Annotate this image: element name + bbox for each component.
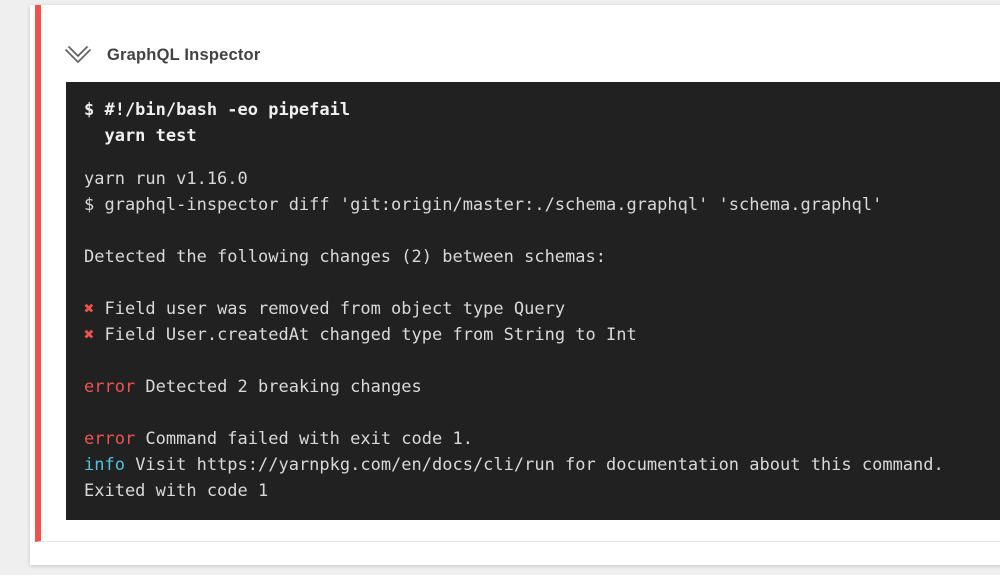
step-title: GraphQL Inspector: [107, 45, 261, 64]
terminal-line: yarn test: [84, 126, 197, 146]
terminal-command-block: $ #!/bin/bash -eo pipefail yarn test: [84, 97, 1000, 149]
failed-step-section: GraphQL Inspector $ #!/bin/bash -eo pipe…: [35, 5, 1000, 542]
terminal-line: ✖ Field User.createdAt changed type from…: [84, 322, 1000, 348]
terminal-line: Detected the following changes (2) betwe…: [84, 244, 1000, 270]
terminal-line: Exited with code 1: [84, 478, 1000, 504]
terminal-line: info Visit https://yarnpkg.com/en/docs/c…: [84, 452, 1000, 478]
terminal-line: ✖ Field user was removed from object typ…: [84, 296, 1000, 322]
terminal-segment: Command failed with exit code 1.: [135, 429, 473, 449]
chevron-double-down-icon[interactable]: [63, 42, 93, 68]
terminal-line: error Detected 2 breaking changes: [84, 374, 1000, 400]
terminal-line: [84, 400, 1000, 426]
terminal-segment-info: info: [84, 455, 125, 475]
terminal-segment: Field User.createdAt changed type from S…: [94, 325, 637, 345]
terminal-segment-error: error: [84, 377, 136, 397]
terminal-segment-error: error: [84, 429, 136, 449]
terminal-line: [84, 218, 1000, 244]
terminal-segment: yarn run v1.16.0: [84, 169, 248, 189]
terminal-line: $ graphql-inspector diff 'git:origin/mas…: [84, 192, 1000, 218]
terminal-segment: Detected 2 breaking changes: [135, 377, 422, 397]
terminal-segment: Field user was removed from object type …: [94, 299, 566, 319]
terminal-line: yarn run v1.16.0: [84, 166, 1000, 192]
terminal-line: $ #!/bin/bash -eo pipefail: [84, 100, 351, 120]
terminal-segment-error: ✖: [84, 325, 95, 345]
terminal-output: $ #!/bin/bash -eo pipefail yarn test yar…: [66, 82, 1000, 520]
step-header[interactable]: GraphQL Inspector: [41, 5, 1000, 82]
terminal-segment: $ graphql-inspector diff 'git:origin/mas…: [84, 195, 883, 215]
terminal-line: error Command failed with exit code 1.: [84, 426, 1000, 452]
terminal-segment: Exited with code 1: [84, 481, 269, 501]
terminal-segment: Detected the following changes (2) betwe…: [84, 247, 606, 267]
terminal-output-block: yarn run v1.16.0 $ graphql-inspector diff…: [84, 166, 1000, 504]
terminal-segment-error: ✖: [84, 299, 95, 319]
build-step-card: GraphQL Inspector $ #!/bin/bash -eo pipe…: [30, 5, 1000, 565]
terminal-segment: Visit https://yarnpkg.com/en/docs/cli/ru…: [124, 455, 944, 475]
terminal-line: [84, 348, 1000, 374]
terminal-line: [84, 270, 1000, 296]
